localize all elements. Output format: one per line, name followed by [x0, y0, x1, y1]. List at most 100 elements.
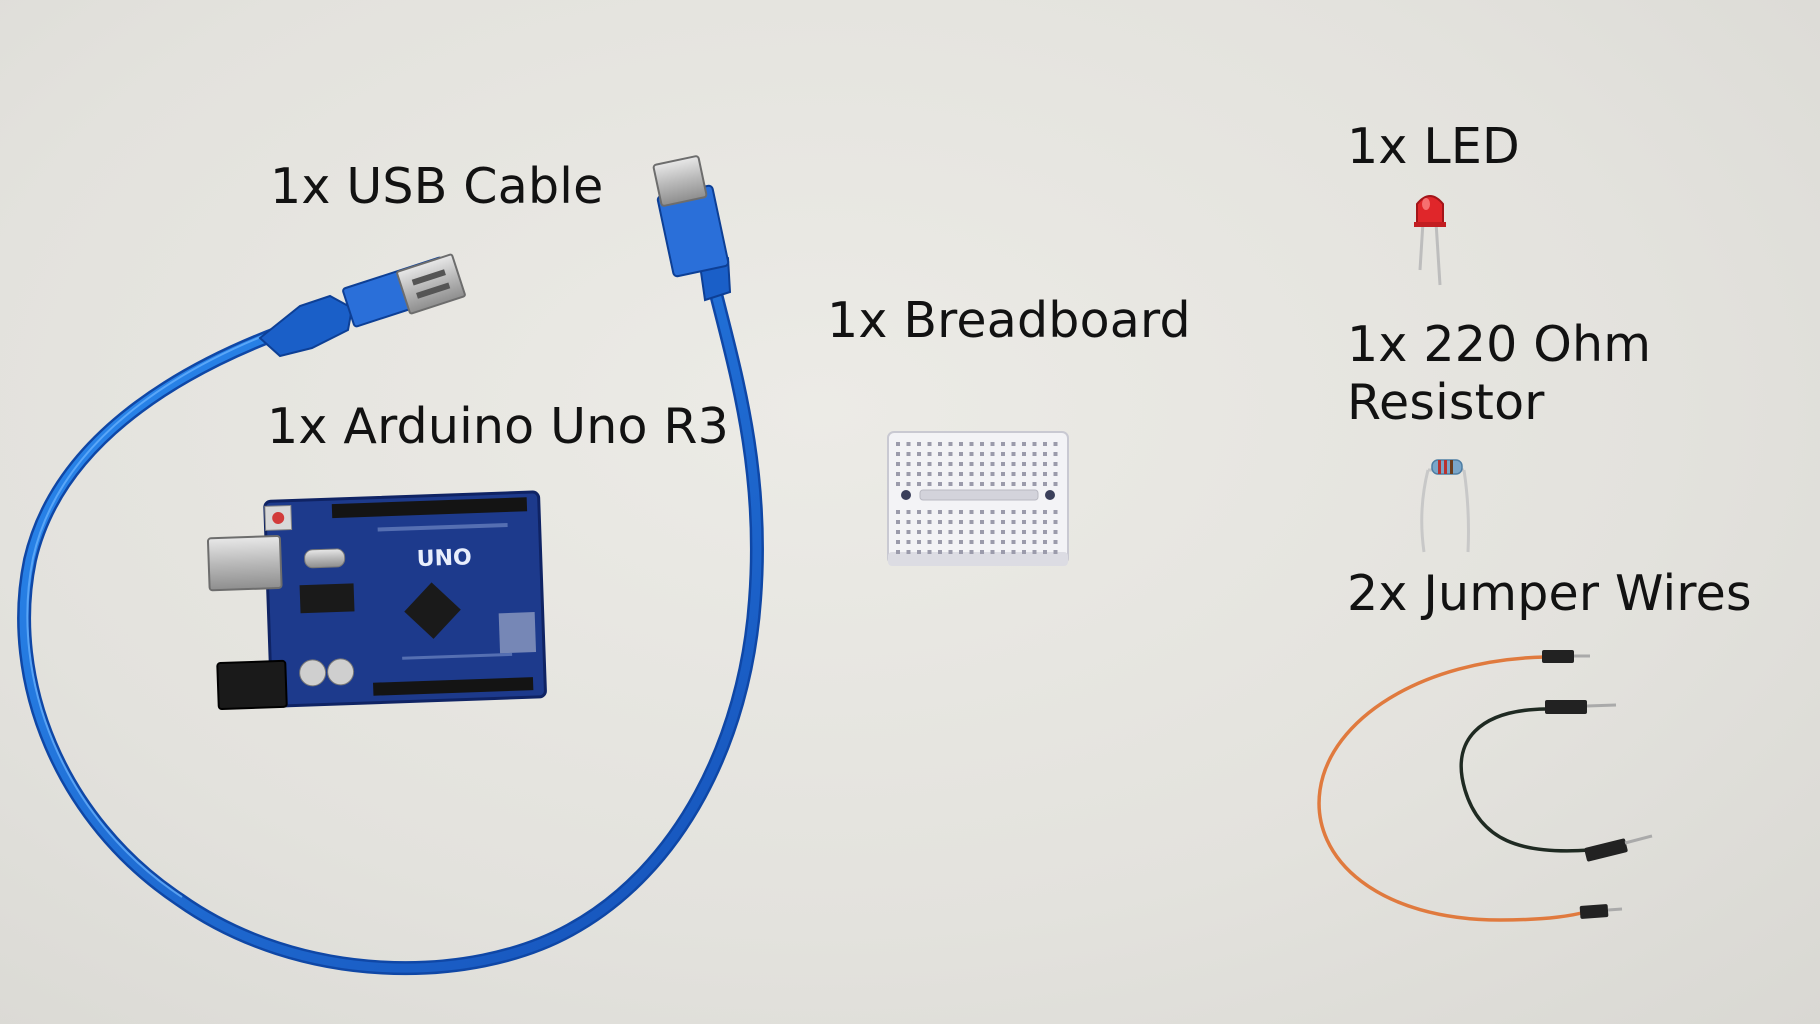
breadboard-hole [938, 442, 942, 446]
breadboard-hole [980, 530, 984, 534]
breadboard-hole [896, 520, 900, 524]
breadboard-hole [1043, 520, 1047, 524]
breadboard-hole [1043, 442, 1047, 446]
breadboard-hole [906, 530, 911, 534]
breadboard-hole [990, 462, 995, 466]
breadboard-hole [896, 462, 900, 466]
breadboard-hole [938, 520, 942, 524]
breadboard-hole [938, 472, 942, 476]
breadboard-hole [1053, 442, 1058, 446]
breadboard-hole [927, 482, 932, 486]
breadboard-hole [1032, 510, 1037, 514]
breadboard-hole [1043, 452, 1047, 456]
breadboard-hole [969, 462, 974, 466]
breadboard-hole [1022, 510, 1026, 514]
breadboard-hole [959, 540, 963, 544]
breadboard-hole [906, 540, 911, 544]
breadboard-hole [1053, 550, 1058, 554]
breadboard-hole [959, 462, 963, 466]
breadboard-hole [990, 540, 995, 544]
breadboard-hole [938, 540, 942, 544]
breadboard-hole [969, 550, 974, 554]
breadboard-hole [917, 510, 921, 514]
breadboard-hole [927, 540, 932, 544]
breadboard-hole [980, 442, 984, 446]
breadboard-hole [1001, 540, 1005, 544]
breadboard-hole [917, 442, 921, 446]
breadboard-hole [1011, 472, 1016, 476]
breadboard-hole [917, 550, 921, 554]
breadboard-hole [1032, 472, 1037, 476]
breadboard-hole [948, 452, 953, 456]
breadboard-hole [1022, 452, 1026, 456]
breadboard-hole [969, 540, 974, 544]
breadboard-hole [959, 520, 963, 524]
breadboard-hole [1043, 482, 1047, 486]
breadboard-hole [1022, 520, 1026, 524]
breadboard-hole [1043, 530, 1047, 534]
breadboard-hole [1032, 462, 1037, 466]
breadboard-hole [1001, 442, 1005, 446]
breadboard-hole [927, 472, 932, 476]
breadboard-hole [1043, 462, 1047, 466]
breadboard-hole [948, 482, 953, 486]
breadboard-hole [980, 482, 984, 486]
breadboard-hole [1001, 520, 1005, 524]
breadboard-hole [1001, 462, 1005, 466]
breadboard-hole [990, 510, 995, 514]
breadboard-hole [990, 482, 995, 486]
breadboard-hole [1032, 540, 1037, 544]
breadboard-hole [948, 472, 953, 476]
breadboard-hole [1053, 520, 1058, 524]
breadboard-hole [927, 520, 932, 524]
label-jumper-wires: 2x Jumper Wires [1347, 565, 1752, 622]
breadboard-hole [917, 482, 921, 486]
arduino-uno-board [206, 490, 547, 711]
breadboard-hole [1022, 472, 1026, 476]
breadboard-hole [1032, 520, 1037, 524]
breadboard-hole [927, 462, 932, 466]
breadboard-hole [1022, 462, 1026, 466]
breadboard-hole [1001, 550, 1005, 554]
breadboard-hole [1001, 510, 1005, 514]
usb-b-connector [652, 155, 732, 302]
breadboard-hole [1032, 482, 1037, 486]
breadboard-hole [1043, 510, 1047, 514]
breadboard-hole [990, 442, 995, 446]
breadboard-hole [906, 462, 911, 466]
breadboard-hole [896, 530, 900, 534]
breadboard-hole [927, 452, 932, 456]
breadboard-hole [1032, 550, 1037, 554]
breadboard-hole [959, 482, 963, 486]
jumper-wires [1317, 650, 1653, 922]
label-usb-cable: 1x USB Cable [270, 158, 604, 215]
breadboard-hole [906, 520, 911, 524]
breadboard-hole [896, 442, 900, 446]
breadboard-hole [1011, 462, 1016, 466]
breadboard-hole [896, 510, 900, 514]
breadboard-hole [959, 550, 963, 554]
red-led [1414, 195, 1446, 286]
label-arduino-uno: 1x Arduino Uno R3 [267, 398, 730, 455]
breadboard-hole [959, 442, 963, 446]
breadboard-hole [938, 462, 942, 466]
breadboard-hole [1011, 530, 1016, 534]
usb-a-connector [258, 253, 466, 358]
breadboard-hole [959, 452, 963, 456]
breadboard-hole [1001, 472, 1005, 476]
breadboard-hole [906, 472, 911, 476]
breadboard-hole [1022, 530, 1026, 534]
breadboard-hole [948, 510, 953, 514]
breadboard-hole [948, 550, 953, 554]
breadboard-hole [980, 550, 984, 554]
breadboard-hole [1053, 482, 1058, 486]
breadboard-hole [980, 540, 984, 544]
breadboard-hole [1001, 530, 1005, 534]
breadboard-hole [906, 482, 911, 486]
breadboard-hole [990, 472, 995, 476]
breadboard-hole [969, 510, 974, 514]
breadboard-hole [990, 520, 995, 524]
breadboard-hole [969, 520, 974, 524]
